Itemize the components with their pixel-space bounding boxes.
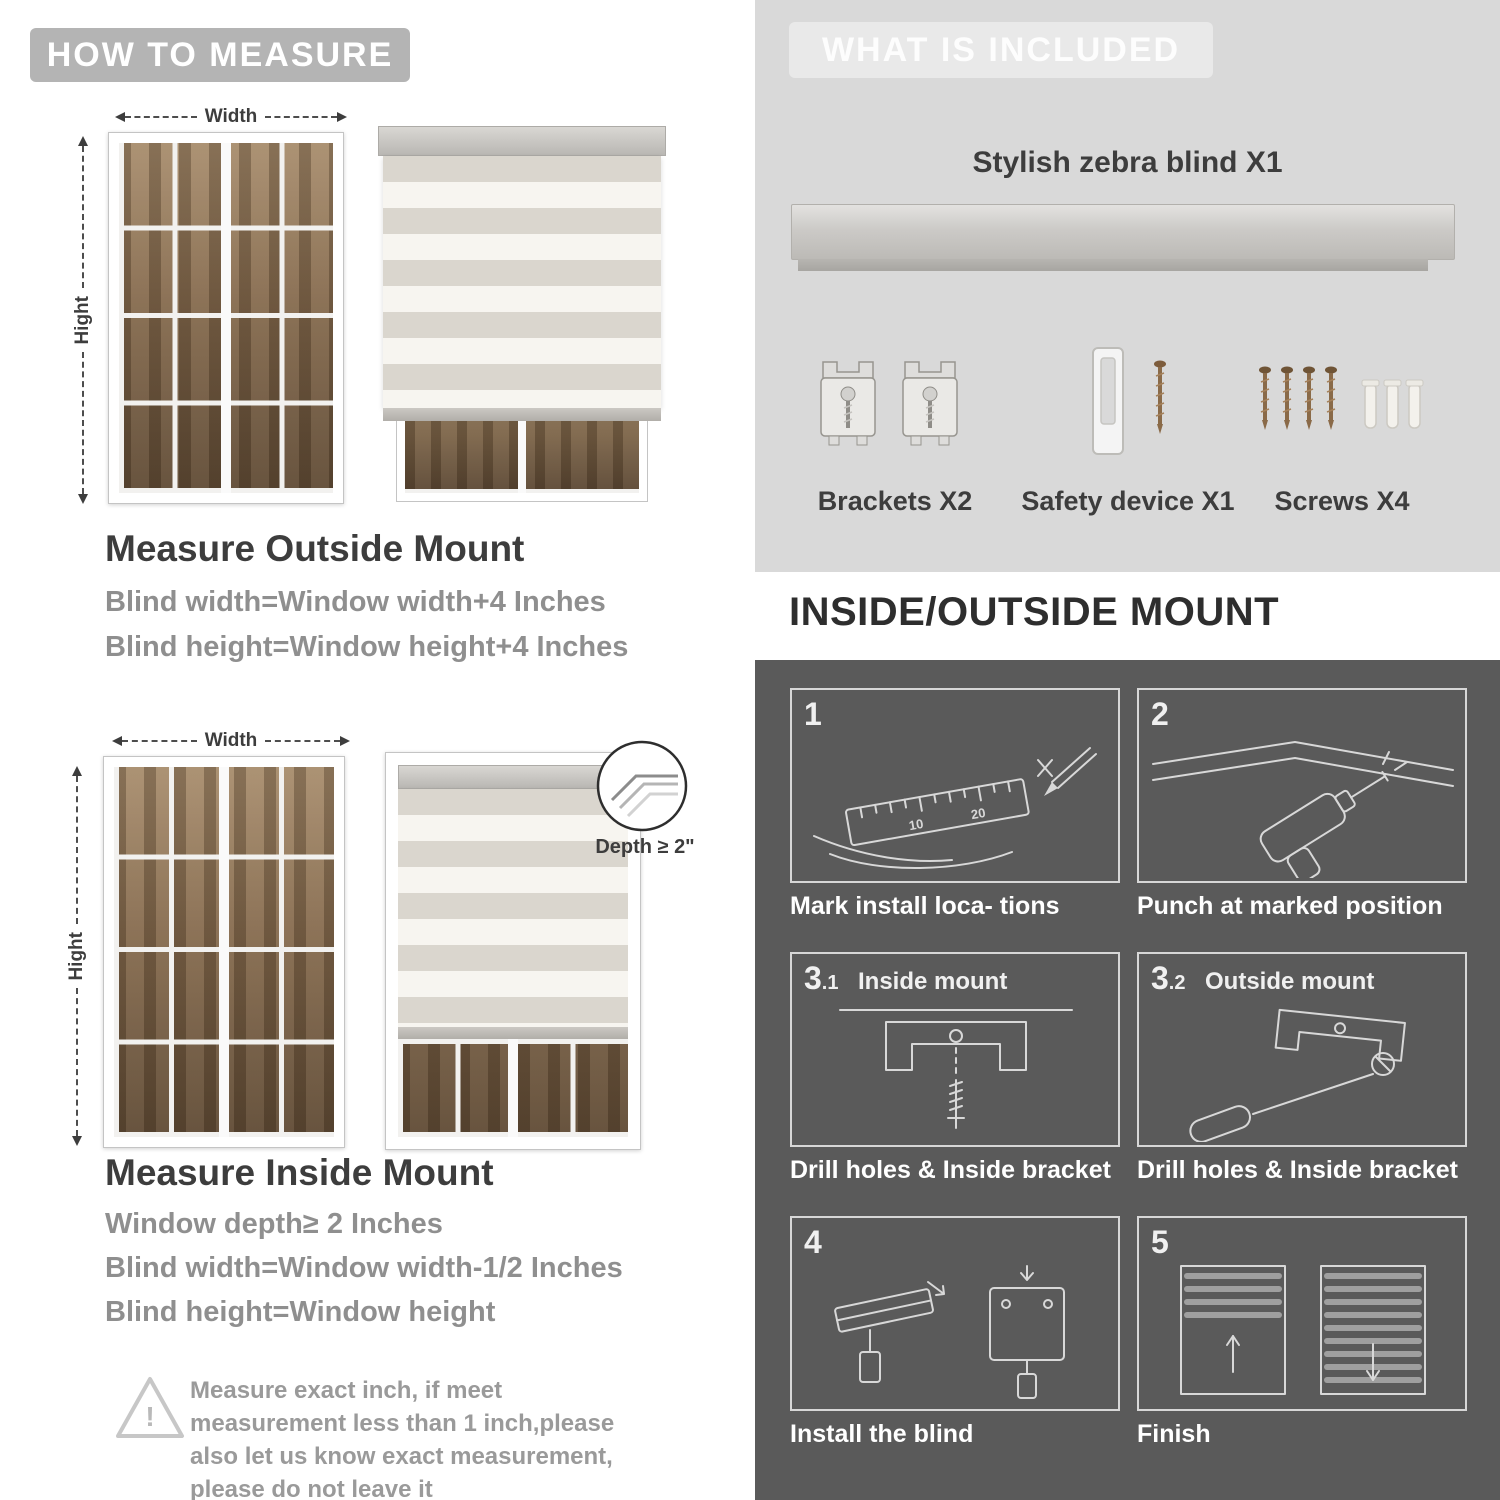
- brackets-label: Brackets X2: [817, 486, 973, 516]
- step-number: 4: [804, 1224, 822, 1260]
- outside-mount-title: Measure Outside Mount: [105, 528, 525, 569]
- arrow-right-icon: [337, 112, 347, 122]
- window-glass: [114, 767, 334, 1137]
- step2-drill-illustration: [1152, 741, 1454, 878]
- blind-bottomrail: [383, 408, 661, 421]
- step-number: 2: [1151, 696, 1169, 732]
- arrow-left-icon: [115, 112, 125, 122]
- step-card-3-2: 3.2 Outside mount: [1137, 952, 1467, 1147]
- dashed-line: [265, 740, 340, 742]
- warning-text: Measure exact inch, if meet measurement …: [190, 1377, 615, 1500]
- step1-mark-illustration: 10 20: [813, 747, 1097, 869]
- step-tag: Inside mount: [858, 968, 1008, 995]
- step-card-3-1: 3.1 Inside mount: [790, 952, 1120, 1147]
- what-is-included-header: WHAT IS INCLUDED: [789, 22, 1213, 78]
- what-is-included-section: WHAT IS INCLUDED Stylish zebra blind X1: [755, 0, 1500, 572]
- mount-header-band: INSIDE/OUTSIDE MOUNT: [755, 572, 1500, 660]
- height-label: Hight: [66, 931, 87, 981]
- warning-icon: !: [116, 1377, 184, 1438]
- step-number: 3.1: [804, 960, 839, 996]
- step3-2-caption: Drill holes & Inside bracket: [1137, 1156, 1458, 1184]
- dashed-line: [76, 776, 78, 924]
- safety-device-icon: [1092, 347, 1166, 455]
- inside-depth-rule: Window depth≥ 2 Inches: [105, 1208, 443, 1240]
- blind-bottomrail: [398, 1027, 628, 1039]
- step-number: 3.2: [1151, 960, 1186, 996]
- window-glass: [119, 143, 333, 493]
- brackets-icon: [815, 352, 963, 450]
- blind-headrail: [398, 765, 628, 789]
- depth-callout-icon: [596, 740, 688, 832]
- step-card-2: 2: [1137, 688, 1467, 883]
- step-tag: Outside mount: [1205, 968, 1375, 995]
- step5-caption: Finish: [1137, 1420, 1211, 1448]
- blind-inside-figure: [385, 752, 641, 1150]
- step4-caption: Install the blind: [790, 1420, 974, 1448]
- inside-mount-title: Measure Inside Mount: [105, 1152, 494, 1193]
- inside-height-rule: Blind height=Window height: [105, 1296, 496, 1328]
- svg-text:10: 10: [908, 816, 925, 833]
- step5-finish-illustration: [1180, 1265, 1426, 1395]
- height-label: Hight: [72, 295, 93, 345]
- depth-callout-label: Depth ≥ 2": [595, 836, 695, 858]
- inside-width-rule: Blind width=Window width-1/2 Inches: [105, 1252, 623, 1284]
- safety-device-label: Safety device X1: [1021, 486, 1235, 516]
- step3-1-caption: Drill holes & Inside bracket: [790, 1156, 1111, 1184]
- width-label: Width: [204, 730, 258, 751]
- zebra-blind-fabric: [398, 789, 628, 1027]
- arrow-down-icon: [72, 1136, 82, 1147]
- arrow-down-icon: [78, 494, 88, 505]
- how-to-measure-header: HOW TO MEASURE: [30, 28, 410, 82]
- step2-caption: Punch at marked position: [1137, 892, 1443, 920]
- step-number: 1: [804, 696, 822, 732]
- dashed-line: [265, 116, 337, 118]
- zebra-blind-fabric: [383, 156, 661, 408]
- mount-steps-section: 1 10 20 Mark install loca- tions 2: [755, 660, 1500, 1500]
- height-measure-inside: Hight: [66, 766, 88, 1147]
- blind-headrail: [378, 126, 666, 156]
- step-card-1: 1 10 20: [790, 688, 1120, 883]
- width-measure-outside: Width: [115, 106, 347, 128]
- step1-caption: Mark install loca- tions: [790, 892, 1060, 920]
- arrow-right-icon: [340, 736, 350, 746]
- arrow-left-icon: [112, 736, 122, 746]
- mount-header: INSIDE/OUTSIDE MOUNT: [789, 590, 1280, 634]
- dashed-line: [82, 352, 84, 495]
- screws-label: Screws X4: [1274, 486, 1410, 516]
- screws-icon: [1259, 366, 1424, 430]
- width-label: Width: [204, 106, 258, 127]
- dashed-line: [125, 116, 197, 118]
- svg-text:20: 20: [970, 805, 987, 822]
- window-photo-outside: [108, 132, 344, 504]
- dashed-line: [82, 146, 84, 288]
- zebra-blind-headrail-image: [791, 204, 1455, 271]
- step3-1-inside-bracket-illustration: [839, 1009, 1073, 1129]
- step3-2-outside-bracket-illustration: [1189, 1008, 1406, 1142]
- zebra-blind-label: Stylish zebra blind X1: [972, 146, 1283, 179]
- step-number: 5: [1151, 1224, 1169, 1260]
- blind-outside-figure: [378, 126, 666, 502]
- arrow-up-icon: [72, 766, 82, 776]
- step4-install-illustration: [834, 1265, 1065, 1399]
- outside-height-rule: Blind height=Window height+4 Inches: [105, 631, 629, 663]
- dashed-line: [76, 988, 78, 1137]
- dashed-line: [122, 740, 197, 742]
- height-measure-outside: Hight: [72, 136, 94, 505]
- arrow-up-icon: [78, 136, 88, 146]
- svg-text:!: !: [145, 1401, 154, 1432]
- width-measure-inside: Width: [112, 730, 350, 752]
- step-card-5: 5: [1137, 1216, 1467, 1411]
- how-to-measure-section: HOW TO MEASURE Width Hight Me: [0, 0, 720, 1500]
- step-card-4: 4: [790, 1216, 1120, 1411]
- outside-width-rule: Blind width=Window width+4 Inches: [105, 586, 606, 618]
- window-photo-inside: [103, 756, 345, 1148]
